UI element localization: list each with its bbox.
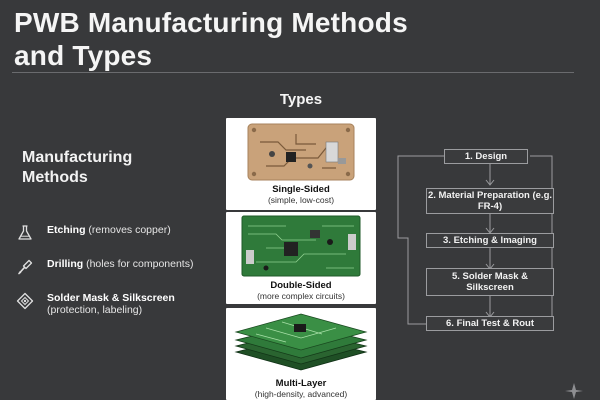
drill-icon <box>18 259 33 275</box>
methods-heading-line-1: Manufacturing <box>22 149 133 166</box>
double-sided-board-image <box>241 215 361 277</box>
method-solder-mask-detail: (protection, labeling) <box>47 304 143 316</box>
methods-heading-line-2: Methods <box>22 169 88 186</box>
process-step-final-test: 6. Final Test & Rout <box>426 316 554 331</box>
type-desc-multi-layer: (high-density, advanced) <box>254 389 348 399</box>
type-card-double-sided: Double-Sided (more complex circuits) <box>226 212 376 304</box>
process-step-etching-imaging: 3. Etching & Imaging <box>426 233 554 248</box>
type-desc-single-sided: (simple, low-cost) <box>267 195 335 205</box>
type-desc-double-sided: (more complex circuits) <box>257 291 345 301</box>
process-step-design: 1. Design <box>444 149 528 164</box>
page-title-line-2: and Types <box>14 40 153 71</box>
method-drilling-name: Drilling <box>47 258 84 270</box>
flask-icon <box>18 225 32 240</box>
multi-layer-board-image <box>234 313 368 371</box>
methods-heading: Manufacturing Methods <box>22 148 202 188</box>
method-etching-name: Etching <box>47 224 86 236</box>
type-card-multi-layer: Multi-Layer (high-density, advanced) <box>226 308 376 400</box>
single-sided-board-image <box>247 123 355 181</box>
process-step-solder-mask: 5. Solder Mask & Silkscreen <box>426 268 554 296</box>
title-divider <box>12 72 574 73</box>
type-card-single-sided: Single-Sided (simple, low-cost) <box>226 118 376 210</box>
type-name-multi-layer: Multi-Layer <box>275 378 327 389</box>
process-step-material-preparation: 2. Material Preparation (e.g. FR-4) <box>426 188 554 214</box>
stencil-icon <box>16 292 34 310</box>
page-title-line-1: PWB Manufacturing Methods <box>14 7 408 38</box>
method-etching-detail: (removes copper) <box>85 224 171 236</box>
method-drilling-detail: (holes for components) <box>83 258 194 270</box>
sparkle-icon <box>565 383 583 399</box>
type-name-single-sided: Single-Sided <box>272 184 330 195</box>
method-solder-mask-name: Solder Mask & Silkscreen <box>47 292 175 304</box>
page-title: PWB Manufacturing Methods and Types <box>14 6 574 72</box>
type-name-double-sided: Double-Sided <box>270 280 332 291</box>
types-heading: Types <box>279 91 323 108</box>
